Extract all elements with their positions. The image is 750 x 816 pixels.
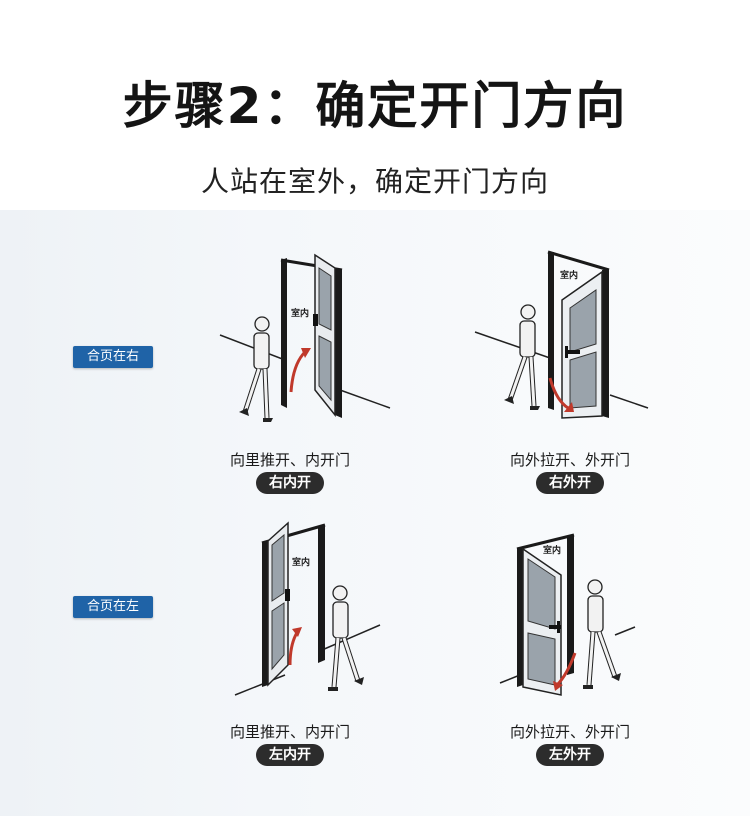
page-title: 步骤2：确定开门方向 (122, 77, 628, 135)
door-type-badge: 左内开 (256, 744, 324, 766)
door-diagram-left-outward: 室内 (495, 525, 675, 715)
door-diagram-right-outward: 室内 (470, 240, 650, 440)
row-label-hinge-left: 合页在左 (73, 596, 153, 618)
door-caption: 向里推开、内开门 (229, 451, 350, 469)
door-caption: 向里推开、内开门 (229, 723, 350, 741)
row-label-hinge-right: 合页在右 (73, 346, 153, 368)
door-type-badge: 右外开 (536, 472, 604, 494)
background-panel (0, 210, 750, 816)
door-caption: 向外拉开、外开门 (509, 451, 630, 469)
door-type-badge: 左外开 (536, 744, 604, 766)
door-diagram-left-inward: 室内 (230, 515, 410, 715)
door-diagram-right-inward: 室内 (215, 240, 395, 440)
door-caption: 向外拉开、外开门 (509, 723, 630, 741)
room-label: 室内 (543, 544, 561, 556)
page-subtitle: 人站在室外，确定开门方向 (200, 165, 549, 198)
room-label: 室内 (291, 307, 309, 319)
door-type-badge: 右内开 (256, 472, 324, 494)
room-label: 室内 (560, 269, 578, 281)
room-label: 室内 (292, 556, 310, 568)
